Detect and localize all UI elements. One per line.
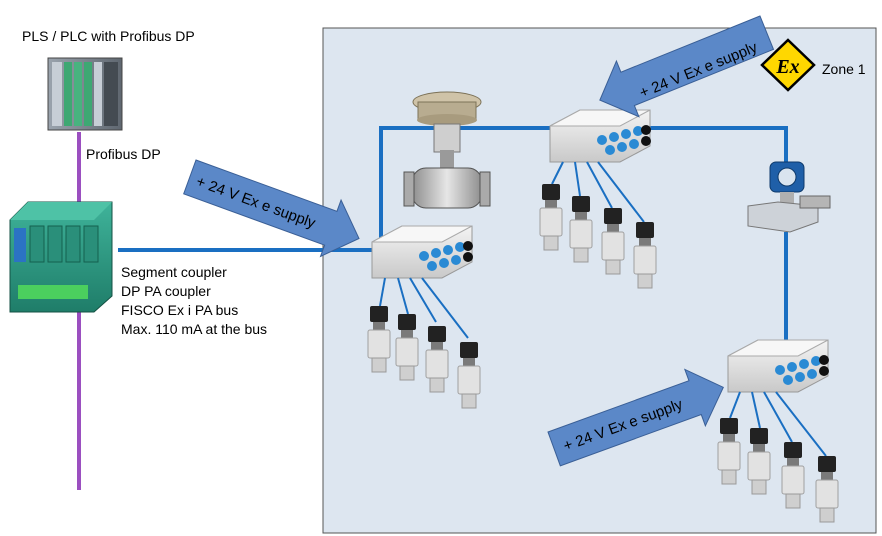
zone-label: Zone 1 bbox=[822, 61, 866, 77]
ex-hazard-icon: Ex bbox=[760, 38, 816, 92]
transmitter-icon bbox=[747, 161, 831, 233]
coupler-line-2: DP PA coupler bbox=[121, 283, 211, 299]
plc-title: PLS / PLC with Profibus DP bbox=[22, 28, 195, 44]
coupler-line-1: Segment coupler bbox=[121, 264, 227, 280]
segment-coupler-icon bbox=[9, 201, 113, 313]
coupler-line-3: FISCO Ex i PA bus bbox=[121, 302, 239, 318]
field-distributor-3 bbox=[717, 339, 839, 523]
profibus-label: Profibus DP bbox=[86, 146, 161, 162]
control-valve-icon bbox=[403, 91, 491, 209]
field-distributor-1 bbox=[367, 225, 481, 409]
plc-rack-icon bbox=[47, 57, 123, 131]
supply-arrow-2 bbox=[599, 15, 775, 118]
ex-symbol-text: Ex bbox=[775, 56, 799, 78]
coupler-line-4: Max. 110 mA at the bus bbox=[121, 321, 268, 337]
field-distributor-2 bbox=[539, 109, 657, 289]
